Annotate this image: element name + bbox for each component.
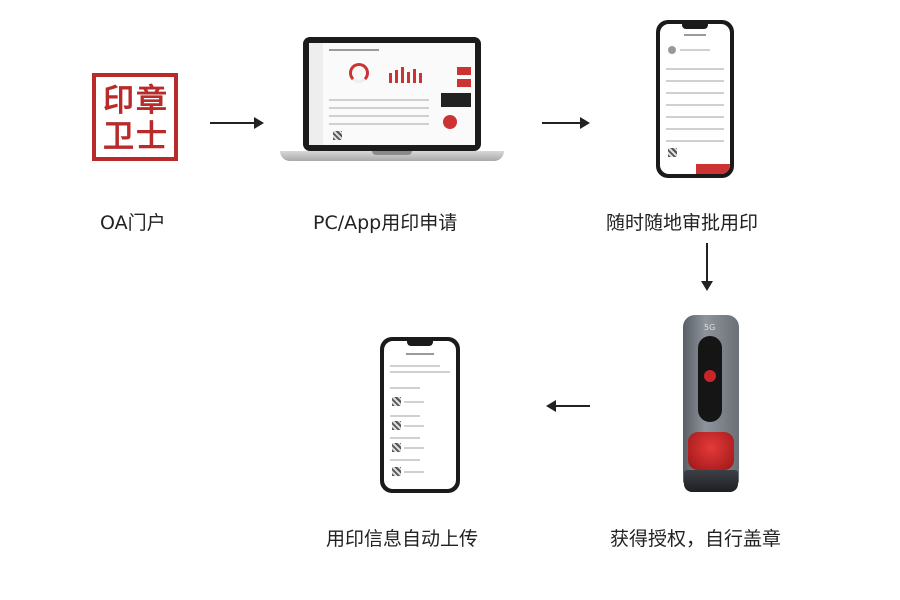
logo-char: 印 xyxy=(103,83,134,119)
phone-upload-illustration xyxy=(380,337,460,493)
logo-char: 卫 xyxy=(103,119,134,155)
caption-upload: 用印信息自动上传 xyxy=(326,528,479,550)
arrow-right-icon xyxy=(210,117,264,129)
caption-approve: 随时随地审批用印 xyxy=(606,212,759,234)
phone-approval-illustration xyxy=(656,20,734,178)
caption-apply: PC/App用印申请 xyxy=(313,212,458,234)
logo-char: 章 xyxy=(136,83,167,119)
arrow-left-icon xyxy=(546,400,590,412)
arrow-down-icon xyxy=(701,243,713,291)
caption-oa: OA门户 xyxy=(100,212,166,234)
seal-guard-logo: 印 章 卫 士 xyxy=(92,73,178,161)
arrow-right-icon xyxy=(542,117,590,129)
logo-char: 士 xyxy=(136,119,167,155)
device-5g-label: 5G xyxy=(704,323,716,332)
caption-stamp: 获得授权，自行盖章 xyxy=(610,528,782,550)
